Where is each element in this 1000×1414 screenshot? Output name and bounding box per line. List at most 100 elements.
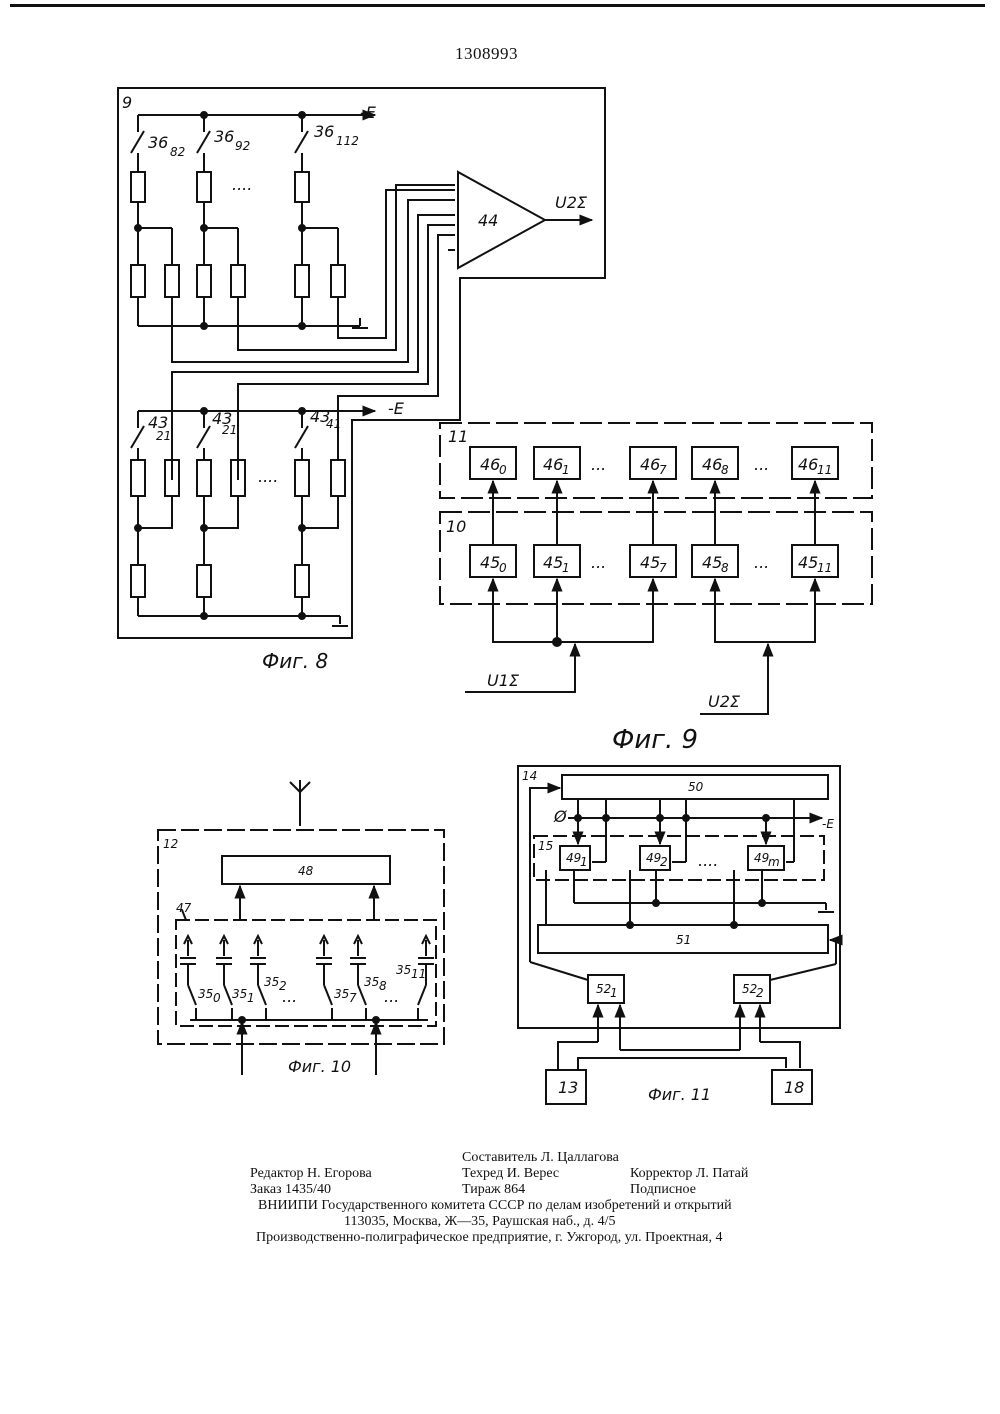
fig8-ellipsis-bottom: .... bbox=[258, 467, 278, 486]
switch-subscript: 21 bbox=[156, 429, 171, 443]
phi-label: Ø bbox=[553, 807, 567, 826]
figure-10-labels: 12 47 48 35 0 35 1 35 2 ... 35 7 35 8 ..… bbox=[163, 837, 426, 1076]
diagram-label: 11 bbox=[411, 967, 426, 981]
fig11-caption: Фиг. 11 bbox=[648, 1085, 711, 1104]
diagram-label: ... bbox=[754, 553, 769, 572]
fig9-input-left: U1Σ bbox=[487, 671, 520, 690]
diagram-label: 35 bbox=[334, 987, 349, 1001]
diagram-label: 35 bbox=[396, 963, 411, 977]
switch-subscript: 82 bbox=[170, 145, 185, 159]
fig9-block-11: 11 bbox=[448, 427, 468, 446]
diagram-label: 1 bbox=[580, 855, 588, 869]
switch-label: 36 bbox=[148, 133, 168, 152]
diagram-label: 35 bbox=[198, 987, 213, 1001]
diagram-label: 7 bbox=[659, 463, 667, 477]
switch-subscript: 112 bbox=[336, 134, 359, 148]
switch-subscript: 92 bbox=[235, 139, 250, 153]
block-12-border bbox=[158, 830, 444, 1044]
diagram-label: m bbox=[768, 855, 780, 869]
diagram-label: 49 bbox=[566, 851, 581, 865]
box-45-0: 45 bbox=[480, 553, 500, 572]
fig10-block-number: 12 bbox=[163, 837, 178, 851]
diagram-label: 8 bbox=[721, 463, 729, 477]
switch-label: 36 bbox=[214, 127, 234, 146]
diagram-label: 2 bbox=[660, 855, 668, 869]
diagram-label: ... bbox=[591, 455, 606, 474]
diagram-label: 0 bbox=[499, 561, 507, 575]
fig8-supply-bottom: -E bbox=[388, 399, 405, 418]
diagram-label: ... bbox=[282, 987, 297, 1006]
fig8-output-label: U2Σ bbox=[555, 193, 588, 212]
diagram-label: 52 bbox=[742, 982, 757, 996]
figure-10-capacitors bbox=[180, 936, 434, 1020]
source-18: 18 bbox=[784, 1078, 804, 1097]
printer: Производственно-полиграфическое предприя… bbox=[256, 1230, 722, 1246]
box-46-0: 46 bbox=[480, 455, 500, 474]
fig9-input-right: U2Σ bbox=[708, 692, 741, 711]
fig8-caption: Фиг. 8 bbox=[262, 649, 328, 673]
switch-label: 36 bbox=[314, 122, 334, 141]
compiler: Составитель Л. Цаллагова bbox=[462, 1150, 619, 1166]
fig8-ellipsis-top: .... bbox=[232, 175, 252, 194]
diagram-label: 49 bbox=[646, 851, 661, 865]
diagram-label: 35 bbox=[264, 975, 279, 989]
box-46-11: 46 bbox=[798, 455, 818, 474]
diagram-label: 1 bbox=[562, 561, 570, 575]
fig11-supply: -E bbox=[822, 817, 834, 831]
address: 113035, Москва, Ж—35, Раушская наб., д. … bbox=[344, 1214, 616, 1230]
diagram-label: ... bbox=[591, 553, 606, 572]
diagram-label: 1 bbox=[247, 991, 255, 1005]
fig8-supply-top: -E bbox=[360, 103, 377, 122]
diagram-label: 7 bbox=[659, 561, 667, 575]
box-45-7: 45 bbox=[640, 553, 660, 572]
source-13: 13 bbox=[558, 1078, 578, 1097]
diagram-label: 11 bbox=[817, 463, 832, 477]
diagram-label: 35 bbox=[232, 987, 247, 1001]
diagram-label: 8 bbox=[721, 561, 729, 575]
fig8-block-number: 9 bbox=[122, 93, 132, 112]
diagram-label: .... bbox=[698, 851, 718, 870]
diagram-label: 1 bbox=[562, 463, 570, 477]
fig11-block-14: 14 bbox=[522, 769, 537, 783]
order: Заказ 1435/40 bbox=[250, 1182, 331, 1198]
diagram-label: 35 bbox=[364, 975, 379, 989]
amplifier-label: 44 bbox=[478, 211, 498, 230]
techred: Техред И. Верес bbox=[462, 1166, 559, 1182]
box-45-8: 45 bbox=[702, 553, 722, 572]
diagram-label: ... bbox=[384, 987, 399, 1006]
diagram-label: 2 bbox=[756, 986, 764, 1000]
switch-subscript: 41 bbox=[326, 417, 341, 431]
block-14-border bbox=[518, 766, 840, 1028]
box-51-label: 51 bbox=[676, 933, 691, 947]
subscription: Подписное bbox=[630, 1182, 696, 1198]
diagram-label: 7 bbox=[349, 991, 357, 1005]
switch-subscript: 21 bbox=[222, 423, 237, 437]
organization: ВНИИПИ Государственного комитета СССР по… bbox=[258, 1198, 732, 1214]
colophon: Составитель Л. Цаллагова Редактор Н. Его… bbox=[250, 1150, 810, 1250]
fig9-caption: Фиг. 9 bbox=[612, 725, 698, 755]
box-45-11: 45 bbox=[798, 553, 818, 572]
fig10-caption: Фиг. 10 bbox=[288, 1057, 351, 1076]
figure-10 bbox=[158, 780, 444, 1075]
figure-11-labels: 14 15 50 51 Ø -E 49 1 49 2 .... 49 m 52 … bbox=[522, 769, 834, 1104]
box-46-7: 46 bbox=[640, 455, 660, 474]
box-48-label: 48 bbox=[298, 864, 314, 878]
diagram-label: 11 bbox=[817, 561, 832, 575]
fig10-group-number: 47 bbox=[176, 901, 192, 915]
box-45-1: 45 bbox=[543, 553, 563, 572]
editor: Редактор Н. Егорова bbox=[250, 1166, 372, 1182]
diagram-label: 1 bbox=[610, 986, 618, 1000]
amplifier-44 bbox=[458, 172, 545, 268]
corrector: Корректор Л. Патай bbox=[630, 1166, 748, 1182]
diagram-label: 49 bbox=[754, 851, 769, 865]
diagram-label: ... bbox=[754, 455, 769, 474]
print-run: Тираж 864 bbox=[462, 1182, 525, 1198]
box-50-label: 50 bbox=[688, 780, 704, 794]
figure-8 bbox=[118, 88, 605, 638]
fig11-block-15: 15 bbox=[538, 839, 553, 853]
figure-9-labels: 11 10 46 0 46 1 ... 46 7 46 8 ... 46 11 … bbox=[446, 427, 832, 755]
box-46-8: 46 bbox=[702, 455, 722, 474]
diagram-label: 0 bbox=[499, 463, 507, 477]
diagram-label: 52 bbox=[596, 982, 611, 996]
box-46-1: 46 bbox=[543, 455, 563, 474]
